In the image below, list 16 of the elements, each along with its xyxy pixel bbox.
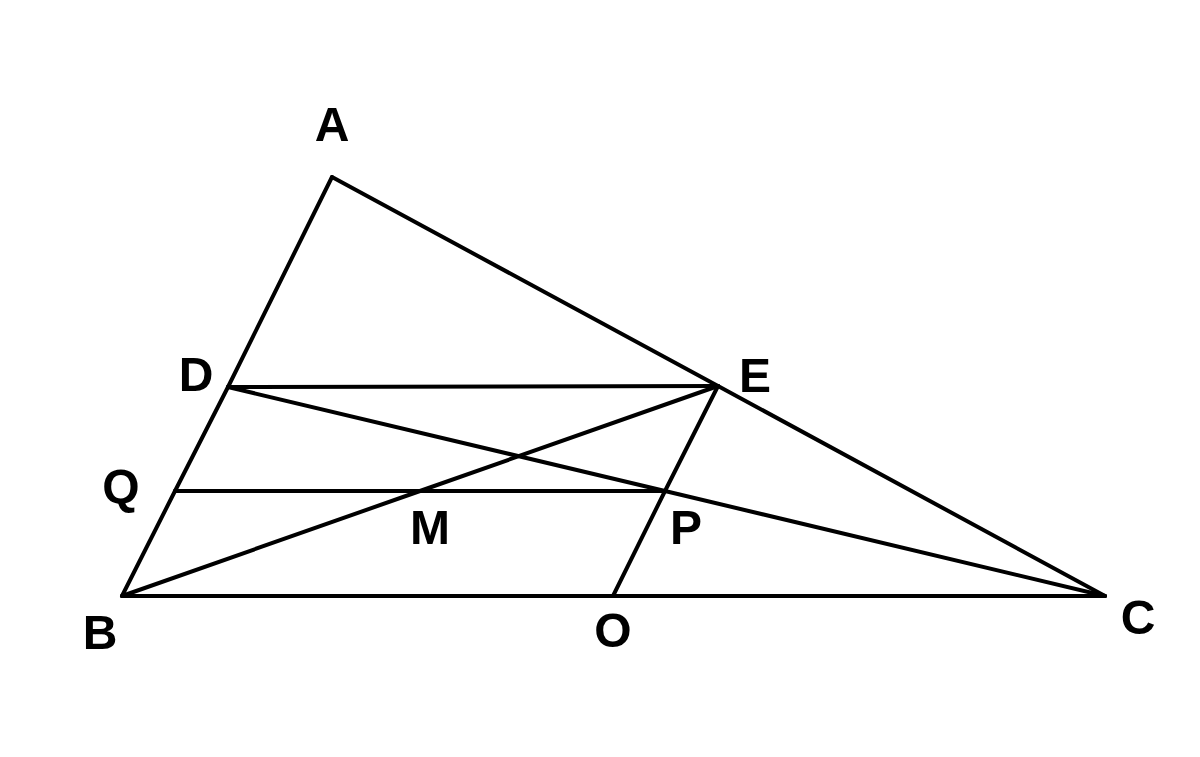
point-label: Q (102, 463, 140, 511)
line-segment (120, 594, 615, 598)
point-label: E (739, 352, 771, 400)
point-label: D (178, 351, 214, 399)
line-segment (663, 384, 720, 493)
point-label: O (594, 607, 632, 655)
line-segment (611, 594, 1107, 598)
point-label: C (1120, 594, 1156, 642)
line-segment (120, 489, 177, 598)
point-label: P (670, 504, 702, 552)
point-label: B (82, 609, 118, 657)
point-label: A (314, 101, 350, 149)
point-label: M (410, 504, 450, 552)
line-segment (173, 385, 230, 493)
line-segment (663, 489, 1107, 598)
line-segment (173, 489, 422, 493)
